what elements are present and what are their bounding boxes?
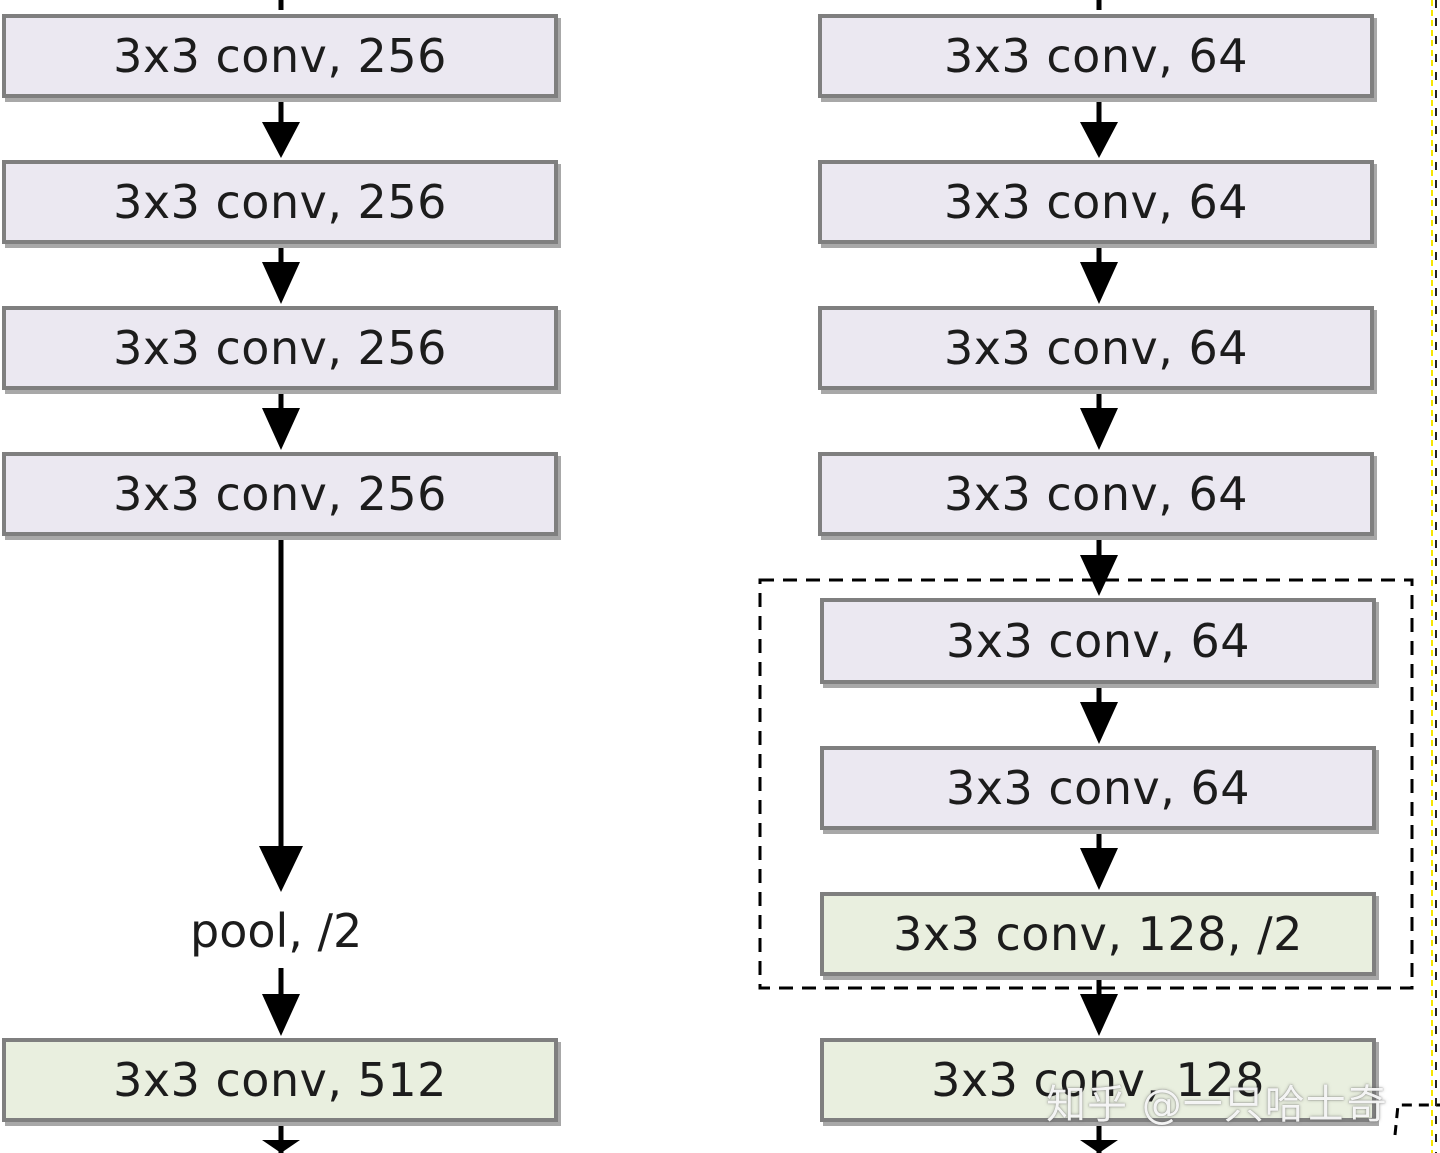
left-conv-block-1: 3x3 conv, 256 xyxy=(2,14,558,98)
block-label: 3x3 conv, 128, /2 xyxy=(893,907,1303,961)
right-conv-block-7-downsample: 3x3 conv, 128, /2 xyxy=(820,892,1376,976)
right-conv-block-4: 3x3 conv, 64 xyxy=(818,452,1374,536)
left-conv-block-4: 3x3 conv, 256 xyxy=(2,452,558,536)
block-label: 3x3 conv, 256 xyxy=(113,467,447,521)
block-label: 3x3 conv, 64 xyxy=(944,175,1248,229)
block-label: 3x3 conv, 256 xyxy=(113,175,447,229)
right-conv-block-6: 3x3 conv, 64 xyxy=(820,746,1376,830)
left-arrows xyxy=(259,0,303,1153)
block-label: 3x3 conv, 64 xyxy=(944,321,1248,375)
right-conv-block-8: 3x3 conv, 128 xyxy=(820,1038,1376,1122)
block-label: 3x3 conv, 64 xyxy=(944,467,1248,521)
right-conv-block-5: 3x3 conv, 64 xyxy=(820,598,1376,684)
right-conv-block-1: 3x3 conv, 64 xyxy=(818,14,1374,98)
left-conv-block-2: 3x3 conv, 256 xyxy=(2,160,558,244)
left-conv-block-5: 3x3 conv, 512 xyxy=(2,1038,558,1122)
pool-label: pool, /2 xyxy=(190,904,363,958)
dashed-highlight-region xyxy=(758,578,1414,990)
right-conv-block-2: 3x3 conv, 64 xyxy=(818,160,1374,244)
block-label: 3x3 conv, 256 xyxy=(113,321,447,375)
block-label: 3x3 conv, 64 xyxy=(946,761,1250,815)
block-label: 3x3 conv, 128 xyxy=(931,1053,1265,1107)
right-arrows xyxy=(1080,0,1118,1153)
block-label: 3x3 conv, 256 xyxy=(113,29,447,83)
left-conv-block-3: 3x3 conv, 256 xyxy=(2,306,558,390)
block-label: 3x3 conv, 64 xyxy=(944,29,1248,83)
block-label: 3x3 conv, 512 xyxy=(113,1053,447,1107)
block-label: 3x3 conv, 64 xyxy=(946,614,1250,668)
watermark: 知乎 @一只哈士奇 xyxy=(1046,1082,1388,1128)
right-conv-block-3: 3x3 conv, 64 xyxy=(818,306,1374,390)
dashed-corner-fragment xyxy=(1393,1103,1440,1136)
